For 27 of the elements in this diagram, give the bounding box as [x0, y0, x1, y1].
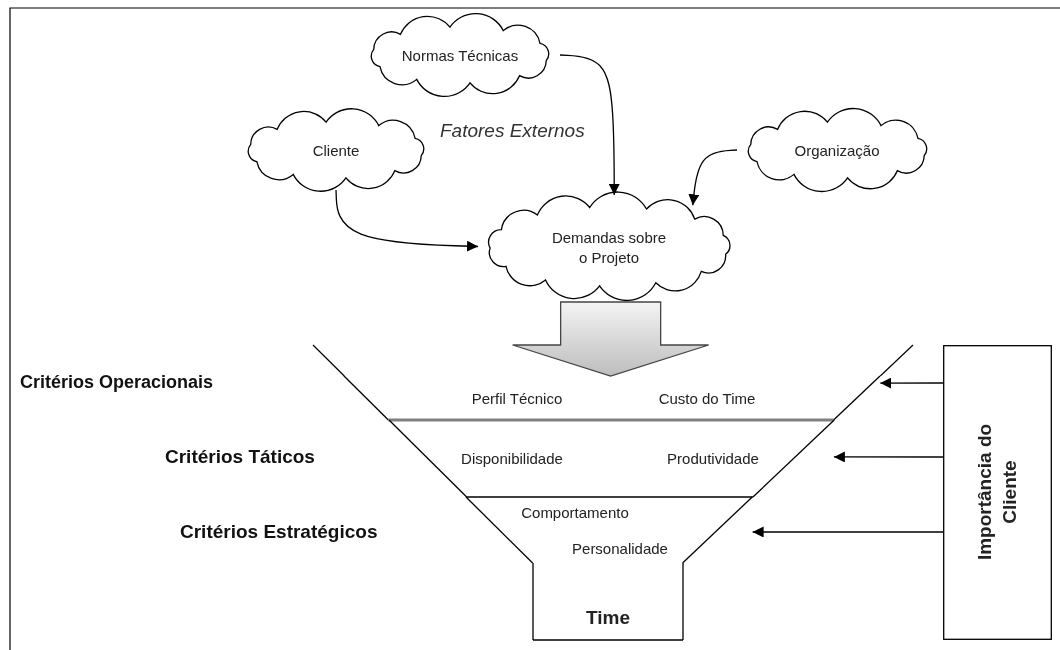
node-text: Comportamento — [521, 503, 629, 521]
block-arrow — [512, 301, 710, 377]
arrow — [335, 189, 479, 252]
arrow — [688, 149, 738, 206]
funnel-band — [466, 497, 753, 563]
rectangle-box — [943, 345, 1052, 640]
arrow — [559, 54, 620, 196]
funnel-neck-box — [533, 563, 683, 640]
arrow — [833, 451, 944, 463]
node-text: Custo do Time — [658, 389, 756, 407]
node-text: Normas Técnicas — [401, 46, 519, 64]
node-text: Personalidade — [572, 539, 668, 557]
row-label: Critérios Estratégicos — [180, 521, 378, 543]
node-text: Produtividade — [667, 449, 759, 467]
funnel-band — [388, 420, 834, 497]
node-text: Disponibilidade — [461, 449, 563, 467]
arrow — [752, 526, 944, 538]
row-label: Critérios Operacionais — [20, 372, 214, 393]
row-label: Critérios Táticos — [165, 446, 315, 468]
funnel-band — [344, 376, 881, 420]
node-text: Time — [586, 607, 630, 629]
node-text: Perfil Técnico — [471, 389, 563, 407]
section-title: Fatores Externos — [440, 120, 585, 142]
node-text: Importância do Cliente — [973, 422, 1021, 563]
node-text: Cliente — [312, 141, 360, 159]
node-text: Organização — [794, 141, 880, 159]
arrow — [879, 377, 944, 389]
